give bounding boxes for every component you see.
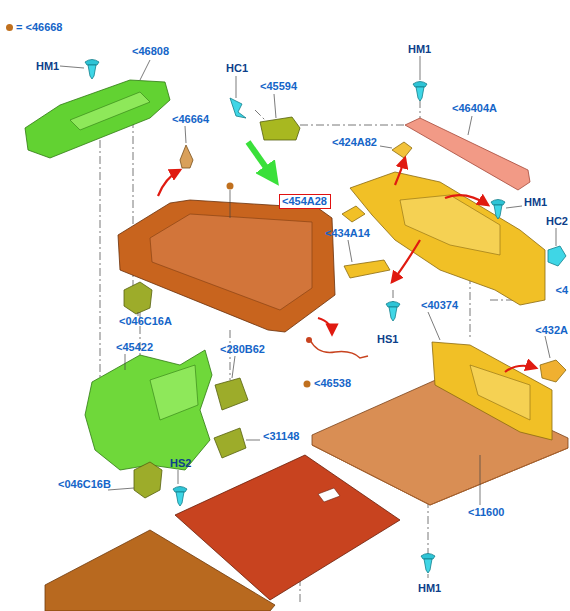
callout-number: HS1 xyxy=(377,333,398,346)
callout-number: <424A82 xyxy=(332,136,377,149)
callout-number: <280B62 xyxy=(220,343,265,356)
callout-number: <46404A xyxy=(452,102,497,115)
callout-box: <454A28 xyxy=(279,194,331,209)
legend-text: = <46668 xyxy=(16,21,63,34)
callout-number: HC1 xyxy=(226,62,248,75)
callout-number: <40374 xyxy=(421,299,458,312)
callout-number: <4 xyxy=(555,284,568,297)
callout-number: HS2 xyxy=(170,457,191,470)
callout-number: <434A14 xyxy=(325,227,370,240)
callout-number: HC2 xyxy=(546,215,568,228)
callout-number: HM1 xyxy=(408,43,431,56)
callout-number: <432A xyxy=(535,324,568,337)
callout-number: <046C16B xyxy=(58,478,111,491)
callout-number: <454A28 xyxy=(282,195,328,208)
callout-number: <046C16A xyxy=(119,315,172,328)
callout-number: <46808 xyxy=(132,45,169,58)
callout-number: <11600 xyxy=(468,506,504,519)
legend-swatch xyxy=(6,24,13,31)
callout-number: <31148 xyxy=(263,430,299,443)
callout-number: <45594 xyxy=(260,80,297,93)
callout-number: HM1 xyxy=(524,196,547,209)
legend-entry: = <46668 xyxy=(6,21,63,34)
callout-number: <46538 xyxy=(314,377,351,390)
callout-number: HM1 xyxy=(418,582,441,595)
callout-number: HM1 xyxy=(36,60,59,73)
callout-number: <46664 xyxy=(172,113,209,126)
callout-number: <45422 xyxy=(116,341,153,354)
